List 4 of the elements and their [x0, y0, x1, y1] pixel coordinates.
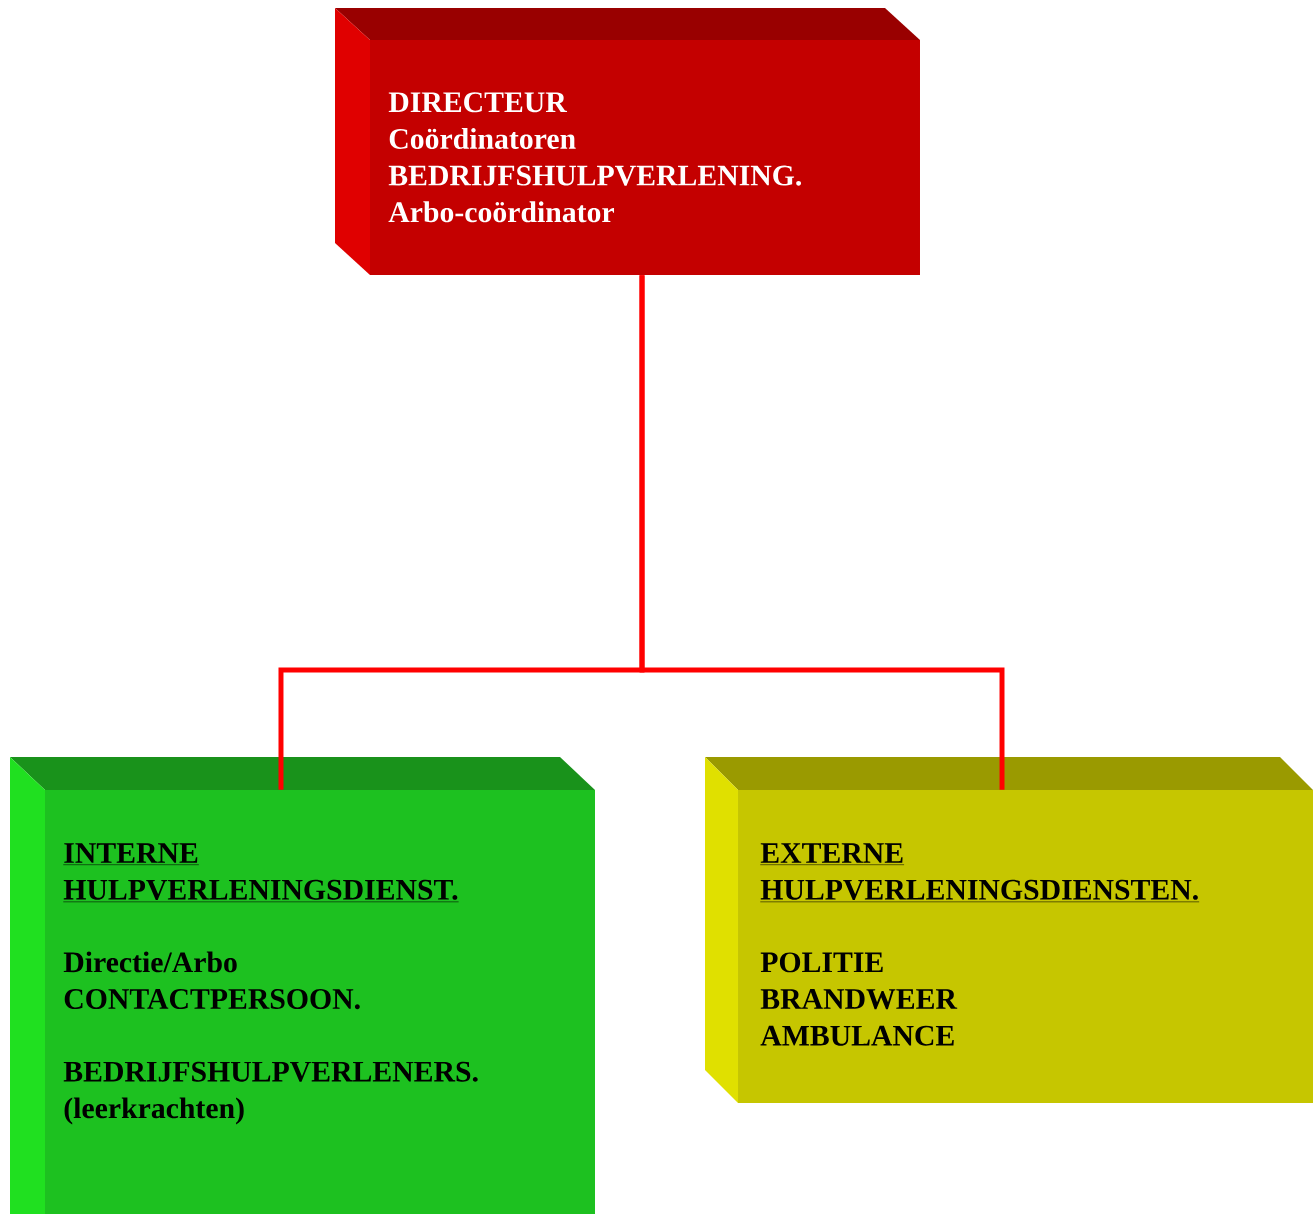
- org-box: EXTERNE HULPVERLENINGSDIENSTEN. POLITIE BRANDWEER AMBULANCE: [705, 757, 1313, 1103]
- org-box: INTERNE HULPVERLENINGSDIENST. Directie/Arbo CONTACTPERSOON. BEDRIJFSHULPVERLENERS. (leerkrachten): [10, 757, 595, 1214]
- connector-line: [639, 275, 1005, 790]
- org-box: DIRECTEUR Coördinatoren BEDRIJFSHULPVERLENING. Arbo-coördinator: [335, 8, 920, 275]
